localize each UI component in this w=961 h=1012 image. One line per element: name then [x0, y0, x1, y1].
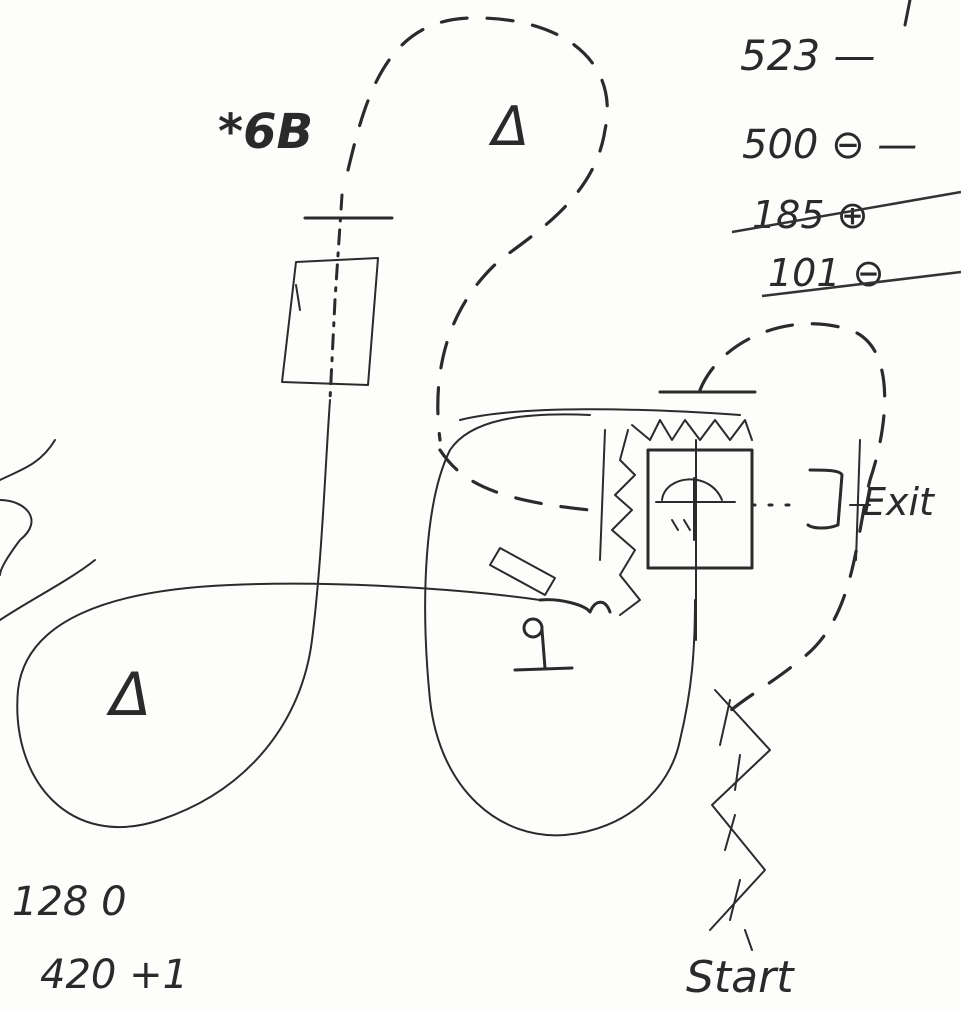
lower-triangle-label: Δ — [106, 660, 151, 730]
gate-leader — [538, 598, 612, 614]
gate-symbol-arc — [661, 478, 723, 501]
note-128: 128 0 — [12, 879, 127, 925]
note-523: 523 — — [740, 31, 876, 80]
right-loop — [424, 413, 696, 837]
note-185: 185 ⊕ — [752, 193, 868, 237]
exit-label: Exit — [862, 480, 936, 524]
upper-dashed-loop — [346, 16, 609, 442]
gate-hatch — [631, 419, 753, 441]
right-loop-top — [459, 408, 741, 421]
strike-101 — [761, 270, 961, 298]
note-marker-top — [903, 0, 912, 27]
start-zigzag — [709, 689, 771, 931]
gate-symbol-mark — [671, 519, 691, 531]
upper-block-tab — [295, 284, 301, 311]
course-code-label: *6B — [218, 104, 313, 160]
note-500: 500 ⊖ — — [742, 122, 917, 168]
left-edge-scribble — [0, 439, 96, 621]
start-label: Start — [686, 952, 795, 1003]
upper-triangle-label: Δ — [488, 95, 529, 158]
gate-zigzag — [611, 429, 641, 616]
notes-bottom-left: 128 0 420 +1 — [12, 879, 188, 998]
start-ticks — [719, 699, 753, 951]
note-420: 420 +1 — [40, 952, 188, 998]
right-dashed-loop — [698, 322, 887, 722]
exit-bracket — [806, 468, 844, 530]
upper-block — [281, 257, 379, 386]
gate-wall-left — [599, 429, 606, 561]
slanted-block — [489, 547, 556, 596]
gate-box — [646, 448, 754, 570]
pin-marker — [522, 617, 544, 639]
pin-stand — [513, 628, 574, 672]
strike-185 — [731, 190, 961, 234]
left-loop — [16, 399, 541, 828]
exit-bracket-bars — [849, 439, 871, 561]
gate-symbol-cross — [655, 477, 736, 541]
gate-approach-dashed — [438, 448, 592, 512]
center-dashdot-line — [328, 193, 344, 402]
notes-top-right: 523 — 500 ⊖ — 185 ⊕ 101 ⊖ — [731, 0, 961, 298]
